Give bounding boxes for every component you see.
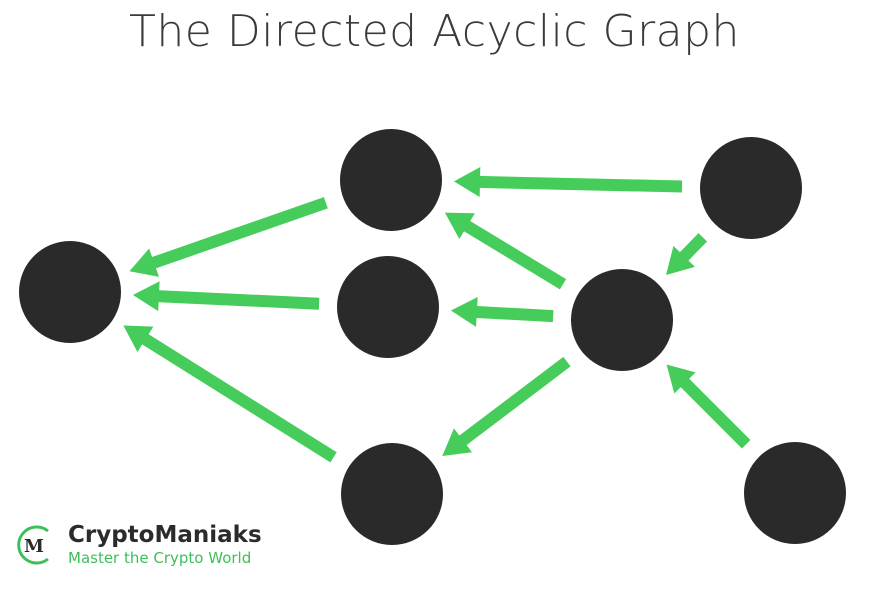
edge-F-B	[444, 212, 567, 290]
edge-B-A	[129, 197, 328, 277]
brand-mark-icon: M	[17, 525, 49, 565]
node-B	[340, 129, 442, 231]
node-C	[337, 256, 439, 358]
edge-F-D	[442, 356, 571, 456]
edge-D-A	[123, 325, 337, 463]
edge-E-B	[453, 166, 683, 197]
edge-F-C	[450, 296, 554, 327]
node-F	[571, 269, 673, 371]
brand-logo: M CryptoManiaks Master the Crypto World	[12, 522, 262, 568]
diagram-title: The Directed Acyclic Graph	[129, 6, 740, 57]
edge-C-A	[132, 281, 320, 312]
edge-E-F	[666, 233, 708, 275]
node-G	[744, 442, 846, 544]
brand-tagline: Master the Crypto World	[68, 549, 252, 567]
edge-G-F	[666, 364, 751, 449]
svg-text:M: M	[24, 536, 44, 557]
brand-name: CryptoManiaks	[68, 522, 262, 548]
node-A	[19, 241, 121, 343]
node-E	[700, 137, 802, 239]
node-D	[341, 443, 443, 545]
